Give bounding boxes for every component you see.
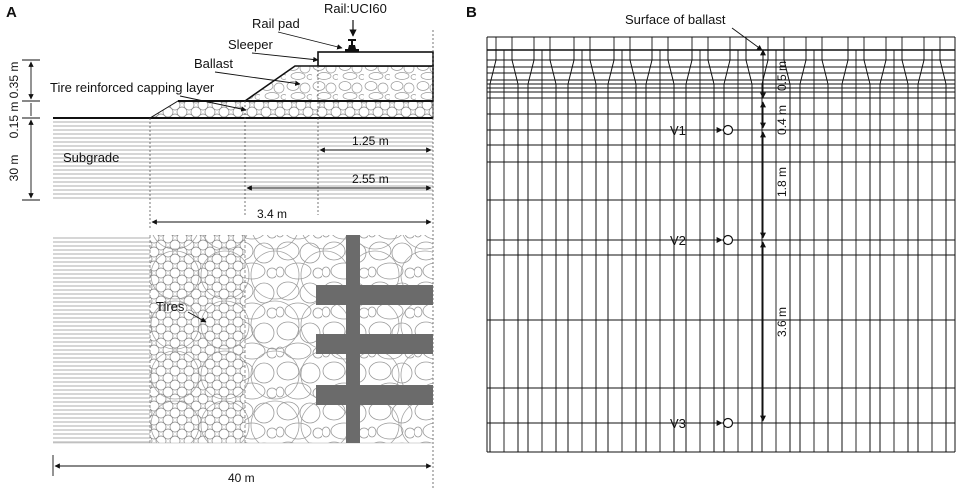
dim-125: 1.25 m (352, 134, 389, 148)
dim-40: 40 m (228, 471, 255, 485)
mesh-kinked-line (527, 50, 535, 452)
mesh-kinked-line (607, 50, 615, 452)
rail-pad (345, 49, 359, 52)
plan-view (53, 235, 433, 444)
mesh-kinked-line (799, 50, 807, 452)
dim-36: 3.6 m (775, 307, 789, 337)
mesh (486, 36, 956, 453)
mesh-kinked-line (549, 50, 557, 452)
panel-a-letter: A (6, 4, 17, 21)
mesh-kinked-line (629, 50, 637, 452)
mesh-kinked-line (841, 50, 849, 452)
ballast-label: Ballast (194, 56, 233, 71)
v3-marker (722, 417, 734, 429)
left-dims (22, 59, 40, 201)
surface-label: Surface of ballast (625, 12, 726, 27)
dim-255: 2.55 m (352, 172, 389, 186)
tires-label: Tires (156, 299, 185, 314)
plan-sleeper-2 (316, 334, 433, 354)
panel-b-letter: B (466, 4, 477, 21)
v1-marker (722, 124, 734, 136)
mesh-kinked-line (863, 50, 871, 452)
ballast-layer (242, 65, 434, 102)
sleeper-label: Sleeper (228, 37, 273, 52)
mesh-kinked-line (645, 50, 653, 452)
mesh-kinked-line (901, 50, 909, 452)
cross-section (53, 20, 434, 488)
v3-label: V3 (670, 416, 686, 431)
dim-04: 0.4 m (775, 105, 789, 135)
v1-label: V1 (670, 123, 686, 138)
subgrade-label: Subgrade (63, 150, 119, 165)
mesh-kinked-line (567, 50, 575, 452)
dim-05: 0.5 m (775, 61, 789, 91)
dim-015: 0.15 m (7, 102, 21, 139)
mesh-kinked-line (939, 50, 947, 452)
mesh-kinked-line (745, 50, 753, 452)
dim-035: 0.35 m (7, 62, 21, 99)
mesh-kinked-line (723, 50, 731, 452)
plan-sleeper-3 (316, 385, 433, 405)
mesh-kinked-line (879, 50, 887, 452)
mesh-kinked-line (707, 50, 715, 452)
dim-30: 30 m (7, 155, 21, 182)
capping-layer (148, 100, 434, 119)
plan-subgrade (53, 235, 150, 443)
mesh-kinked-line (685, 50, 693, 452)
mesh-kinked-line (511, 50, 519, 452)
mesh-kinked-line (821, 50, 829, 452)
dim-34: 3.4 m (257, 207, 287, 221)
mesh-kinked-line (917, 50, 925, 452)
rail-label: Rail:UCI60 (324, 1, 387, 16)
mesh-kinked-line (783, 50, 791, 452)
mesh-kinked-line (589, 50, 597, 452)
plan-sleeper-1 (316, 285, 433, 305)
capping-label: Tire reinforced capping layer (50, 80, 215, 95)
v2-marker (722, 234, 734, 246)
dim-18: 1.8 m (775, 167, 789, 197)
rail-pad-label: Rail pad (252, 16, 300, 31)
rail (348, 39, 356, 49)
sleeper (317, 51, 434, 67)
v2-label: V2 (670, 233, 686, 248)
mesh-kinked-line (489, 50, 497, 452)
mesh-dims (755, 49, 771, 424)
mesh-kinked-line (667, 50, 675, 452)
